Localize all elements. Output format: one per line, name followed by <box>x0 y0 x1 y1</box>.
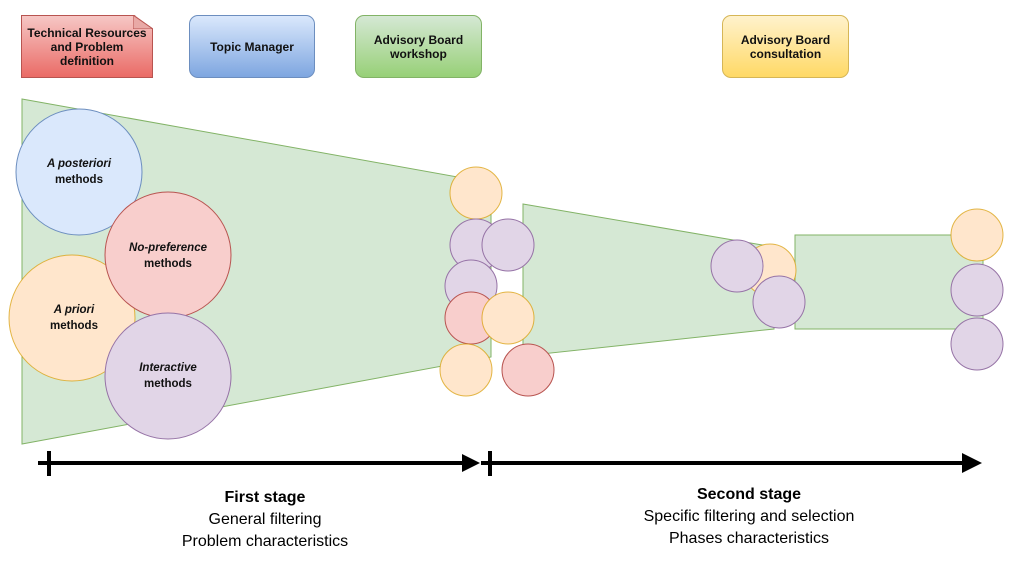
box-line: workshop <box>390 46 447 61</box>
advisory-board-consultation-box: Advisory Board consultation <box>722 15 849 78</box>
final-stage-block <box>794 234 984 330</box>
a-posteriori-label: A posteriori methods <box>47 156 111 188</box>
label-italic: Interactive <box>139 362 197 374</box>
no-preference-label: No-preference methods <box>129 240 207 272</box>
label-italic: A posteriori <box>46 158 112 170</box>
a-priori-label: A priori methods <box>50 302 98 334</box>
label-italic: No-preference <box>129 242 207 254</box>
method-circle-orange <box>439 343 493 397</box>
method-circle-red <box>501 343 555 397</box>
method-circle-purple <box>950 317 1004 371</box>
stage-title: First stage <box>224 489 306 506</box>
first-stage-caption: First stage General filtering Problem ch… <box>182 487 348 553</box>
technical-resources-box: Technical Resources and Problem definiti… <box>21 15 153 78</box>
method-circle-purple <box>481 218 535 272</box>
stage-line: General filtering <box>208 511 322 528</box>
box-line: Technical Resources <box>27 25 147 40</box>
label-italic: A priori <box>53 304 95 316</box>
method-circle-purple <box>710 239 764 293</box>
second-stage-arrowhead <box>962 453 982 473</box>
method-circle-purple <box>950 263 1004 317</box>
timeline <box>38 451 982 476</box>
a-priori-circle <box>8 254 136 382</box>
second-stage-output-circles <box>710 239 806 329</box>
box-line: consultation <box>749 46 822 61</box>
box-line: definition <box>59 53 114 68</box>
label-rest: methods <box>144 258 192 270</box>
advisory-board-workshop-box: Advisory Board workshop <box>355 15 482 78</box>
note-fold-icon <box>133 15 153 29</box>
method-circle-orange <box>481 291 535 345</box>
stage-line: Problem characteristics <box>181 533 349 550</box>
interactive-circle <box>104 312 232 440</box>
second-stage-caption: Second stage Specific filtering and sele… <box>644 484 855 550</box>
topic-manager-box: Topic Manager <box>189 15 315 78</box>
method-circle-purple <box>752 275 806 329</box>
box-line: Advisory Board <box>373 32 464 47</box>
first-stage-output-circles <box>439 166 555 397</box>
box-line: Advisory Board <box>740 32 831 47</box>
label-rest: methods <box>50 320 98 332</box>
stage-line: Phases characteristics <box>668 530 830 547</box>
method-circle-orange <box>950 208 1004 262</box>
label-rest: methods <box>55 174 103 186</box>
label-rest: methods <box>144 378 192 390</box>
stage-title: Second stage <box>696 486 802 503</box>
box-line: Topic Manager <box>210 39 294 54</box>
first-stage-arrowhead <box>462 454 480 472</box>
final-output-circles <box>950 208 1004 371</box>
a-posteriori-circle <box>15 108 143 236</box>
method-circle-orange <box>449 166 503 220</box>
stage-line: Specific filtering and selection <box>643 508 855 525</box>
interactive-label: Interactive methods <box>139 360 197 392</box>
box-line: and Problem <box>50 39 124 54</box>
